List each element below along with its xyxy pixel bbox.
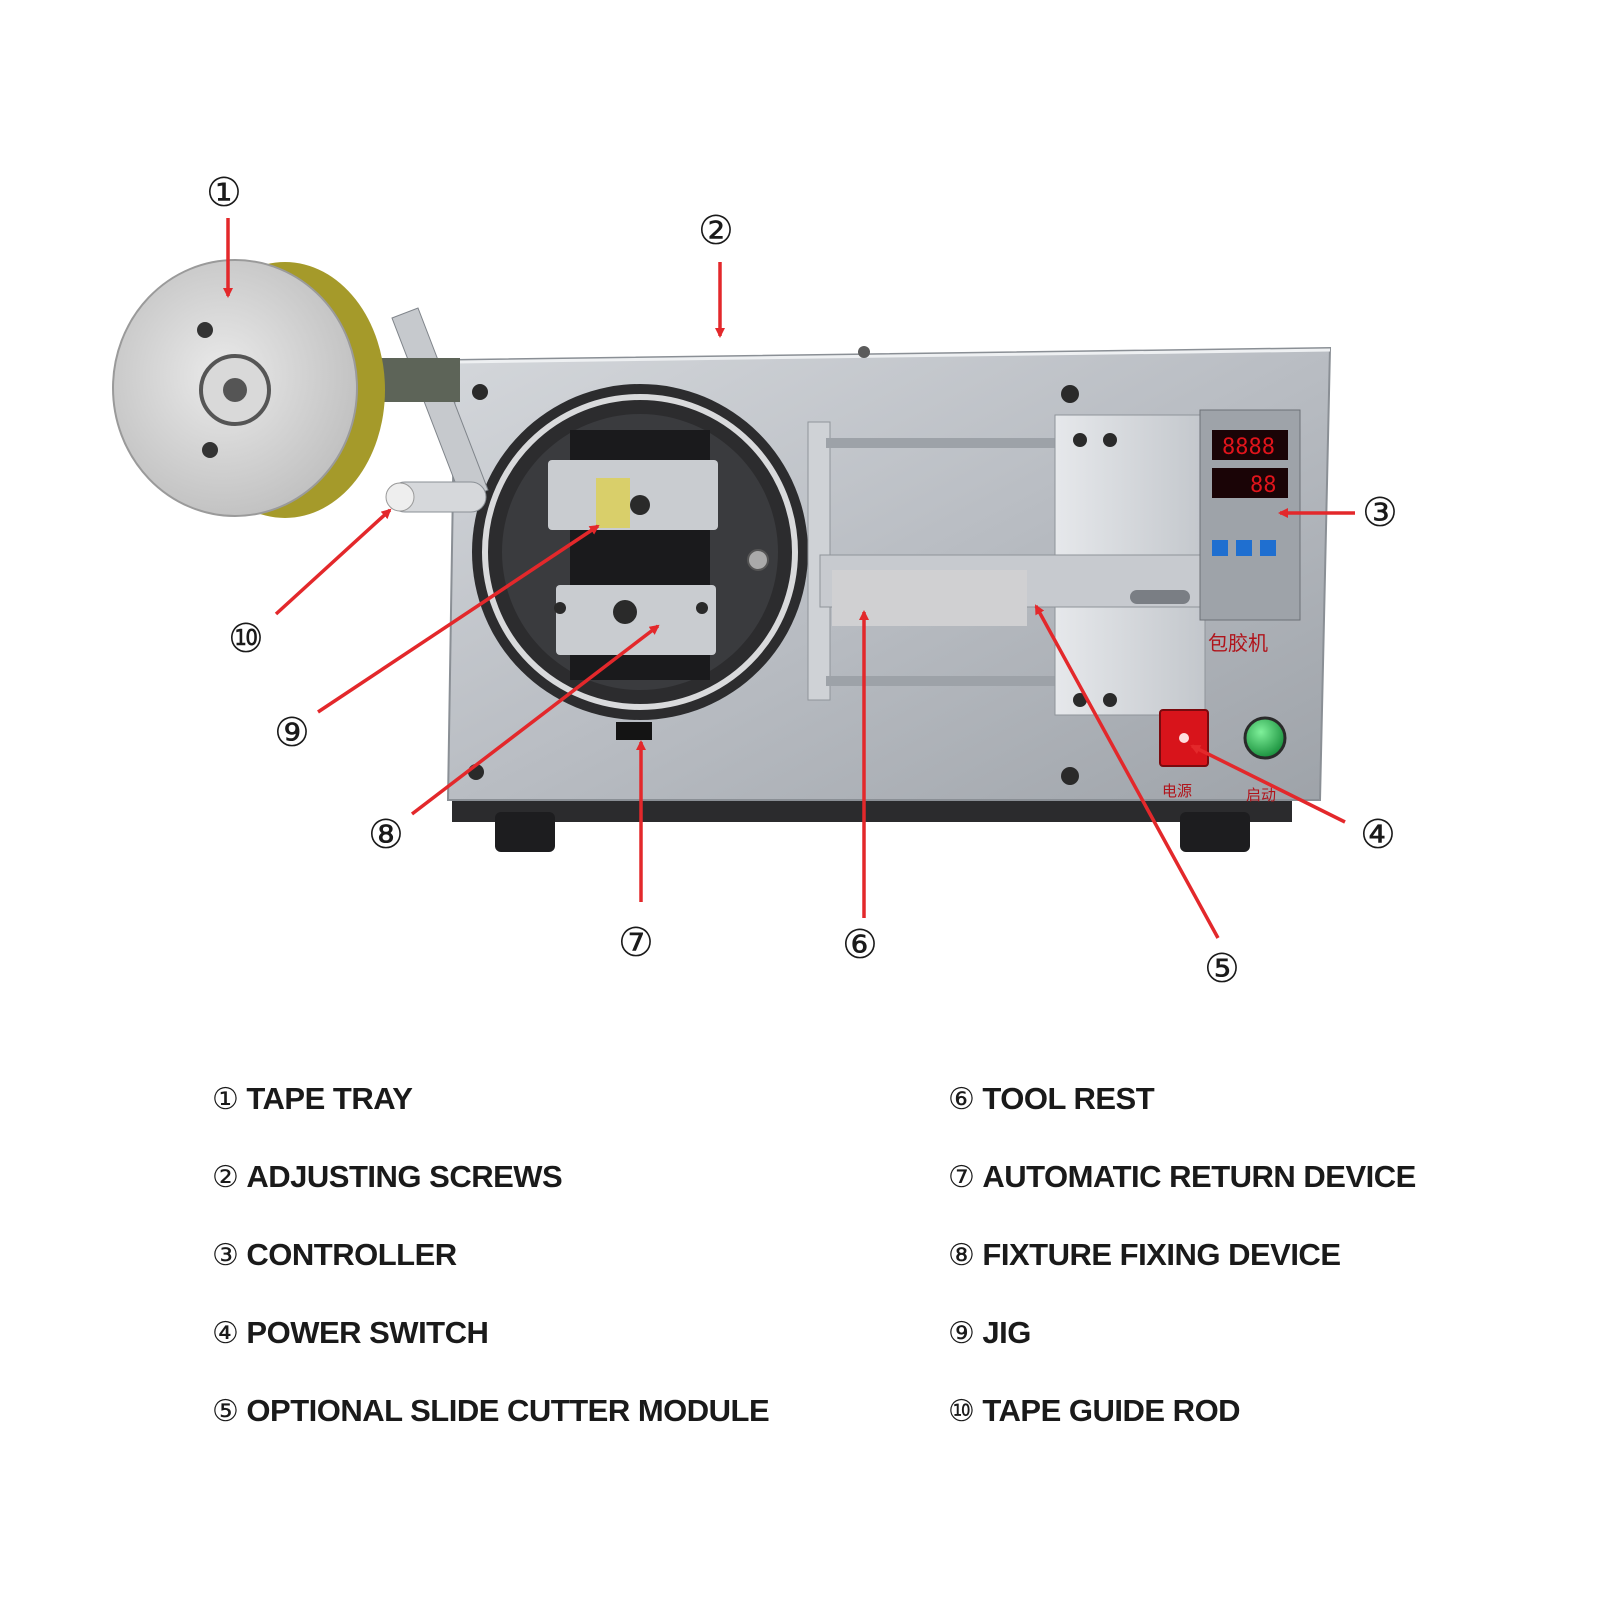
adjusting-screw-icon — [858, 346, 870, 358]
legend-num: ⑦ — [948, 1159, 975, 1195]
callout-3: ③ — [1362, 490, 1398, 536]
controller-button — [1260, 540, 1276, 556]
legend-label: POWER SWITCH — [246, 1315, 489, 1350]
callout-6: ⑥ — [842, 922, 878, 968]
controller-button — [1236, 540, 1252, 556]
legend-num: ② — [212, 1159, 239, 1195]
arrow-9 — [317, 524, 600, 714]
arrow-5 — [1034, 604, 1220, 939]
callout-5: ⑤ — [1204, 946, 1240, 992]
jig — [596, 478, 630, 528]
legend-num: ① — [212, 1081, 239, 1117]
callout-4: ④ — [1360, 812, 1396, 858]
legend-label: TAPE TRAY — [246, 1081, 413, 1116]
fixture-fixing-block — [556, 585, 716, 655]
callout-1: ① — [206, 170, 242, 216]
rotating-head — [472, 384, 808, 740]
callout-8: ⑧ — [368, 812, 404, 858]
automatic-return-device — [616, 722, 652, 740]
legend-num: ⑥ — [948, 1081, 975, 1117]
legend-label: ADJUSTING SCREWS — [246, 1159, 563, 1194]
tape-tray — [112, 259, 460, 518]
jig-upper-block — [548, 460, 718, 530]
callout-arrows — [223, 218, 1355, 939]
callout-7: ⑦ — [618, 920, 654, 966]
callout-numbers: ① ② ③ ④ ⑤ ⑥ ⑦ ⑧ ⑨ ⑩ — [206, 170, 1398, 992]
legend-num: ⑤ — [212, 1393, 239, 1429]
arrow-4 — [1190, 744, 1346, 824]
redacted-label — [832, 570, 1027, 626]
panel-name-text: 包胶机 — [1208, 631, 1268, 655]
legend-label: JIG — [982, 1315, 1031, 1350]
machine-diagram: 8888 88 包胶机 电源 启动 — [112, 170, 1398, 992]
start-label: 启动 — [1246, 786, 1276, 804]
tape-guide-rod — [385, 307, 489, 513]
arrow-8 — [410, 624, 660, 816]
legend-num: ③ — [212, 1237, 239, 1273]
callout-9: ⑨ — [274, 710, 310, 756]
legend-label: TAPE GUIDE ROD — [982, 1393, 1241, 1428]
legend-num: ⑧ — [948, 1237, 975, 1273]
legend-label: FIXTURE FIXING DEVICE — [982, 1237, 1341, 1272]
svg-text:8888: 8888 — [1222, 435, 1275, 460]
power-label: 电源 — [1162, 782, 1192, 800]
legend-label: CONTROLLER — [246, 1237, 457, 1272]
controller-panel: 8888 88 包胶机 — [1199, 409, 1301, 655]
start-button — [1243, 716, 1287, 760]
legend-num: ⑩ — [948, 1393, 975, 1429]
legend-num: ④ — [212, 1315, 239, 1351]
tool-rest — [807, 414, 1216, 716]
arrow-10 — [274, 508, 392, 616]
legend-label: OPTIONAL SLIDE CUTTER MODULE — [246, 1393, 770, 1428]
legend-label: AUTOMATIC RETURN DEVICE — [982, 1159, 1416, 1194]
controller-button — [1212, 540, 1228, 556]
legend-num: ⑨ — [948, 1315, 975, 1351]
svg-text:88: 88 — [1250, 473, 1277, 498]
legend-label: TOOL REST — [982, 1081, 1155, 1116]
callout-2: ② — [698, 208, 734, 254]
callout-10: ⑩ — [228, 616, 264, 662]
